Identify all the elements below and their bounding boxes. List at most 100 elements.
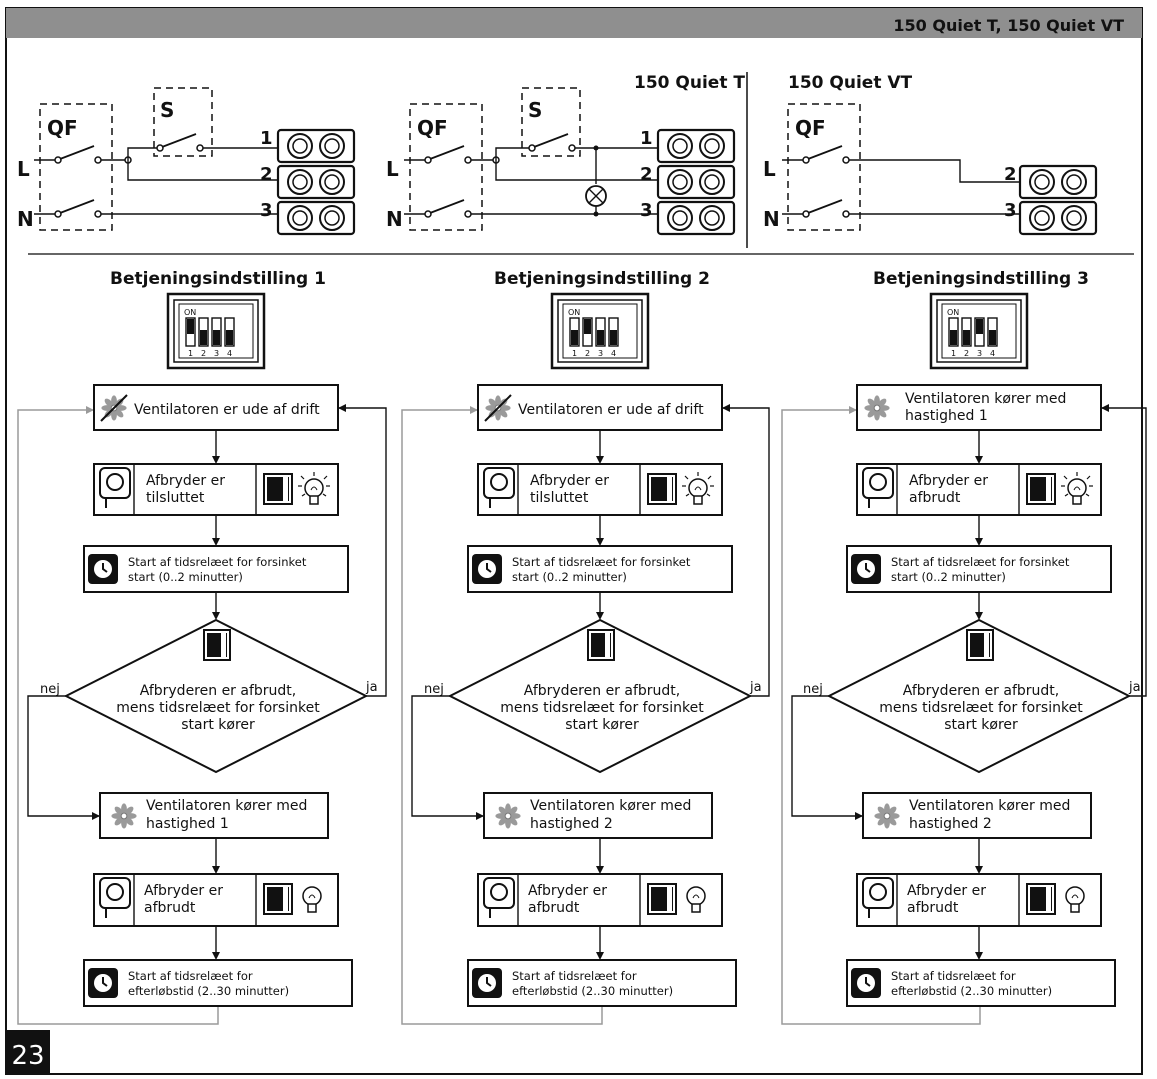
wall-switch-icon bbox=[647, 883, 677, 915]
yes-label: ja bbox=[365, 680, 378, 695]
phase-label: L bbox=[386, 157, 399, 181]
phase-label: L bbox=[763, 157, 776, 181]
arrow-head bbox=[596, 952, 604, 960]
timer-text: start (0..2 minutter) bbox=[512, 570, 627, 584]
wall-switch-icon bbox=[1026, 883, 1056, 915]
arrow-head bbox=[722, 404, 730, 412]
decision-diamond: Afbryderen er afbrudt,mens tidsrelæet fo… bbox=[803, 618, 1141, 774]
switch-text: Afbryder er bbox=[907, 883, 986, 899]
decision-text: Afbryderen er afbrudt, bbox=[903, 683, 1060, 699]
arrow-head bbox=[212, 612, 220, 620]
presence-sensor-icon bbox=[483, 467, 515, 508]
switch-text: tilsluttet bbox=[146, 490, 205, 506]
diagram-2-title: 150 Quiet T bbox=[634, 73, 745, 93]
dip-number: 2 bbox=[964, 349, 969, 358]
switch-text: afbrudt bbox=[144, 900, 196, 916]
terminal-block bbox=[656, 128, 736, 164]
dip-lever bbox=[200, 330, 207, 345]
timer-text: start (0..2 minutter) bbox=[128, 570, 243, 584]
breaker-outline bbox=[521, 87, 581, 157]
timer-relay-icon bbox=[851, 554, 881, 584]
arrow-head bbox=[855, 812, 863, 820]
wall-switch-icon bbox=[647, 473, 677, 505]
terminal-block bbox=[1018, 200, 1098, 236]
dip-lever bbox=[597, 330, 604, 345]
state-box-1: Ventilatoren er ude af drift bbox=[93, 384, 339, 431]
dip-lever bbox=[187, 319, 194, 334]
timer-text: Start af tidsrelæet for bbox=[891, 969, 1016, 983]
arrow-head bbox=[212, 952, 220, 960]
breaker-outline bbox=[787, 103, 861, 231]
dip-number: 3 bbox=[598, 349, 603, 358]
arrow-head bbox=[975, 952, 983, 960]
dip-number: 1 bbox=[951, 349, 956, 358]
lamp-on-icon bbox=[682, 472, 714, 505]
yes-label: ja bbox=[1128, 680, 1141, 695]
fan-icon bbox=[484, 394, 512, 422]
terminal-2-label: 2 bbox=[260, 164, 273, 185]
dip-number: 4 bbox=[611, 349, 616, 358]
decision-text: start kører bbox=[565, 717, 639, 733]
no-label: nej bbox=[803, 682, 823, 697]
state-text: Ventilatoren kører med bbox=[146, 798, 307, 814]
lamp-off-icon bbox=[686, 886, 706, 913]
fan-icon bbox=[111, 803, 137, 829]
terminal-block bbox=[276, 200, 356, 236]
timer-text: Start af tidsrelæet for forsinket bbox=[891, 555, 1070, 569]
timer-relay-icon bbox=[88, 554, 118, 584]
no-label: nej bbox=[40, 682, 60, 697]
neutral-label: N bbox=[763, 207, 780, 231]
terminal-block bbox=[276, 164, 356, 200]
presence-sensor-icon bbox=[99, 467, 131, 508]
breaker-outline bbox=[409, 103, 483, 231]
yes-label: ja bbox=[749, 680, 762, 695]
dip-lever bbox=[213, 330, 220, 345]
lamp-off-icon bbox=[302, 886, 322, 913]
wall-switch-icon bbox=[263, 473, 293, 505]
dip-number: 4 bbox=[990, 349, 995, 358]
arrow-head bbox=[92, 812, 100, 820]
arrow-head bbox=[975, 612, 983, 620]
dip-number: 2 bbox=[201, 349, 206, 358]
dip-number: 2 bbox=[585, 349, 590, 358]
arrow-head bbox=[849, 406, 857, 414]
arrow-head bbox=[596, 866, 604, 874]
terminal-3-label: 3 bbox=[640, 200, 653, 221]
fan-icon bbox=[864, 395, 890, 421]
arrow-head bbox=[975, 866, 983, 874]
arrow-head bbox=[212, 456, 220, 464]
presence-sensor-icon bbox=[483, 877, 515, 918]
terminal-block bbox=[1018, 164, 1098, 200]
mode-title: Betjeningsindstilling 3 bbox=[873, 269, 1089, 289]
timer-text: Start af tidsrelæet for bbox=[128, 969, 253, 983]
state-text: hastighed 2 bbox=[909, 816, 992, 832]
switch-label: S bbox=[528, 98, 542, 122]
decision-text: start kører bbox=[181, 717, 255, 733]
timer-text: efterløbstid (2..30 minutter) bbox=[128, 984, 289, 998]
dip-number: 3 bbox=[214, 349, 219, 358]
timer-relay-icon bbox=[851, 968, 881, 998]
wall-switch-icon bbox=[1026, 473, 1056, 505]
switch-text: afbrudt bbox=[907, 900, 959, 916]
decision-text: Afbryderen er afbrudt, bbox=[524, 683, 681, 699]
arrow-head bbox=[86, 406, 94, 414]
dip-lever bbox=[976, 319, 983, 334]
wall-switch-icon bbox=[203, 629, 231, 661]
fan-icon bbox=[874, 803, 900, 829]
fan-icon bbox=[100, 394, 128, 422]
breaker-outline bbox=[153, 87, 213, 157]
dip-number: 3 bbox=[977, 349, 982, 358]
